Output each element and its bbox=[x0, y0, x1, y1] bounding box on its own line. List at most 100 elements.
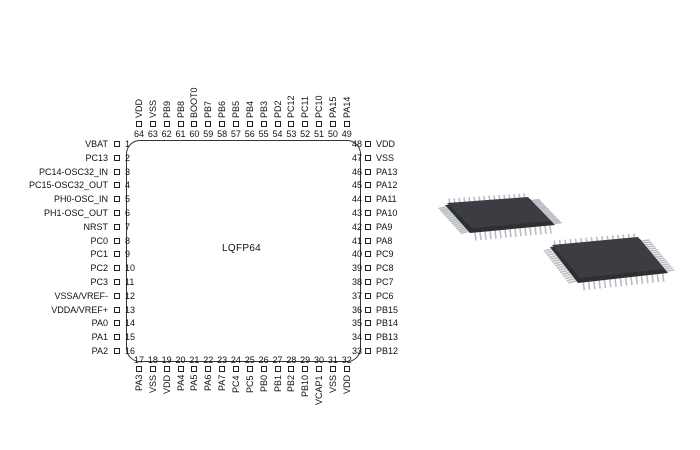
pin-name: PA13 bbox=[376, 166, 398, 177]
pin-name: PB6 bbox=[217, 100, 228, 118]
chip-lead bbox=[551, 220, 561, 223]
pin-pad bbox=[163, 121, 170, 127]
pin-name: PA7 bbox=[217, 375, 228, 392]
chip-lead bbox=[654, 255, 663, 258]
pin-pad bbox=[316, 121, 323, 127]
pin-pad bbox=[177, 121, 184, 127]
pin-pad bbox=[114, 168, 120, 175]
pin-number: 6 bbox=[125, 208, 131, 218]
chip-lead bbox=[648, 247, 657, 250]
pin-number: 34 bbox=[351, 332, 362, 343]
pin-pad bbox=[365, 210, 371, 216]
chip-lead bbox=[563, 273, 572, 278]
pin-name: VSS bbox=[327, 375, 338, 394]
pin-pad bbox=[246, 366, 253, 372]
pin-number: 36 bbox=[351, 304, 362, 315]
chip-lead bbox=[445, 214, 455, 218]
chip-lead bbox=[442, 210, 452, 215]
pin-pad bbox=[177, 366, 184, 372]
chip-lead bbox=[439, 207, 449, 212]
pin-name: PC3 bbox=[90, 277, 108, 287]
chip-lead bbox=[559, 269, 569, 274]
pin-name: PH0-OSC_IN bbox=[53, 194, 108, 205]
pin-number: 12 bbox=[125, 290, 136, 301]
pin-pad bbox=[246, 121, 253, 127]
pin-number: 8 bbox=[125, 235, 131, 246]
pin-number: 56 bbox=[244, 129, 255, 139]
pin-number: 53 bbox=[286, 129, 297, 139]
pin-number: 55 bbox=[258, 129, 269, 139]
pin-number: 15 bbox=[125, 332, 136, 343]
pin-pad bbox=[288, 366, 295, 372]
pin-number: 19 bbox=[161, 355, 172, 365]
pin-number: 40 bbox=[351, 249, 362, 260]
chip-lead bbox=[546, 252, 556, 257]
pin-number: 32 bbox=[341, 355, 352, 365]
chip-lead bbox=[460, 230, 469, 235]
chip-lead bbox=[545, 250, 554, 255]
pin-name: VBAT bbox=[85, 139, 108, 149]
pin-name: PC10 bbox=[314, 95, 325, 118]
pin-name: PC14-OSC32_IN bbox=[38, 166, 108, 177]
chip-left bbox=[438, 193, 562, 241]
chip-lead bbox=[566, 277, 575, 282]
pin-name: PC12 bbox=[286, 95, 297, 118]
pin-name: VCAP1 bbox=[314, 375, 325, 405]
pin-name: PC15-OSC32_OUT bbox=[28, 180, 108, 191]
pin-number: 4 bbox=[125, 180, 131, 191]
chip-lead bbox=[568, 280, 577, 284]
chip-lead bbox=[441, 209, 450, 213]
pin-pad bbox=[114, 154, 120, 161]
pin-name: PA4 bbox=[175, 375, 186, 392]
chip-lead bbox=[644, 243, 654, 246]
chip-lead bbox=[550, 218, 559, 222]
chip-lead bbox=[561, 271, 570, 276]
pin-pad bbox=[114, 348, 120, 354]
pin-number: 60 bbox=[189, 129, 200, 139]
pin-pad bbox=[365, 154, 371, 161]
chip-lead bbox=[646, 245, 655, 248]
pin-number: 46 bbox=[351, 166, 362, 177]
chip-lead bbox=[553, 221, 562, 225]
pin-name: NRST bbox=[83, 221, 109, 232]
chip-lead bbox=[444, 212, 453, 217]
chip-lead bbox=[539, 226, 542, 235]
pin-number: 13 bbox=[125, 304, 136, 315]
pin-pad bbox=[205, 121, 212, 127]
pin-number: 57 bbox=[230, 129, 241, 139]
pin-number: 17 bbox=[133, 355, 144, 365]
pin-number: 41 bbox=[351, 235, 362, 246]
pin-number: 62 bbox=[161, 129, 172, 139]
pin-pad bbox=[219, 366, 226, 372]
chip-lead bbox=[454, 223, 463, 228]
pin-number: 27 bbox=[272, 355, 283, 365]
chip-lead bbox=[529, 227, 532, 236]
pin-number: 58 bbox=[217, 129, 228, 139]
pin-pad bbox=[114, 182, 120, 189]
chip-lead bbox=[549, 225, 552, 234]
chip-lead bbox=[474, 232, 477, 241]
chip-lead bbox=[547, 215, 556, 219]
chip-lead bbox=[499, 230, 502, 239]
pin-name: PB9 bbox=[161, 100, 172, 118]
pin-name: PB14 bbox=[376, 318, 399, 329]
pin-number: 63 bbox=[147, 129, 158, 139]
pin-number: 48 bbox=[351, 139, 362, 149]
pin-name: VDDA/VREF+ bbox=[51, 304, 108, 315]
pin-name: VSS bbox=[147, 375, 158, 394]
chip-lead bbox=[649, 249, 658, 252]
pin-name: VDD bbox=[376, 139, 396, 149]
chip-lead bbox=[544, 225, 547, 235]
pin-name: PC6 bbox=[376, 290, 394, 301]
pin-name: PA1 bbox=[91, 332, 108, 343]
pin-name: VDD bbox=[161, 375, 172, 395]
chip-lead bbox=[537, 204, 546, 208]
pin-pad bbox=[365, 320, 371, 327]
chip-lead bbox=[659, 261, 668, 264]
chip-lead bbox=[614, 278, 617, 287]
pin-name: PA11 bbox=[376, 194, 397, 205]
pin-number: 23 bbox=[217, 355, 228, 365]
pin-number: 33 bbox=[351, 346, 362, 356]
pin-name: PB13 bbox=[376, 332, 399, 343]
pin-pad bbox=[114, 320, 120, 327]
